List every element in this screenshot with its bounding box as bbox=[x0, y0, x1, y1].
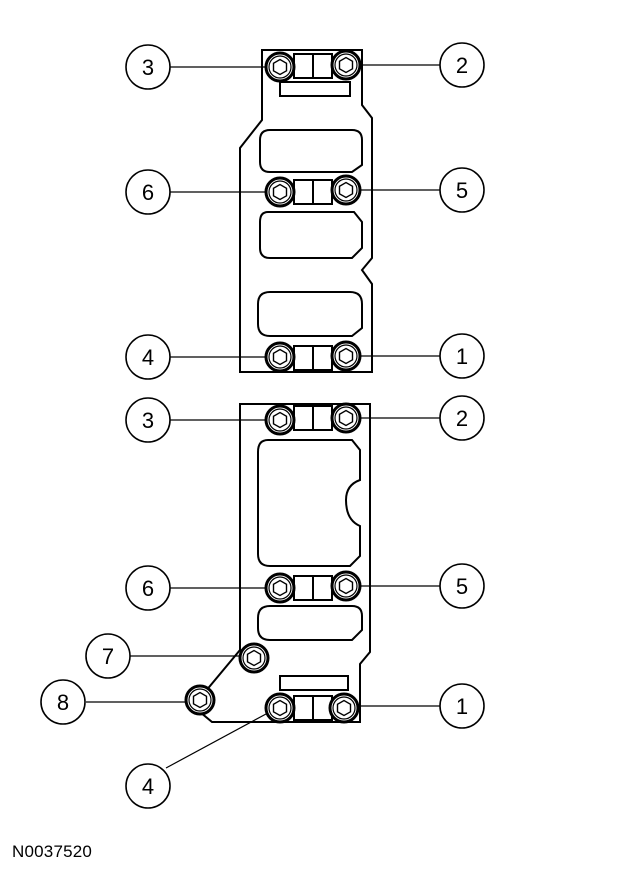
hex-bolt-icon bbox=[264, 176, 296, 208]
hex-bolt-icon bbox=[264, 404, 296, 436]
callout-lower-5: 5 bbox=[439, 563, 485, 609]
lower-bottom-recess bbox=[279, 675, 349, 691]
callout-label: 5 bbox=[456, 178, 468, 203]
callouts: 3 2 6 5 4 1 3 2 bbox=[40, 42, 485, 809]
callout-upper-4: 4 bbox=[125, 334, 171, 380]
callout-upper-5: 5 bbox=[439, 167, 485, 213]
hex-bolt-icon bbox=[264, 341, 296, 373]
upper-window-2 bbox=[259, 211, 363, 259]
upper-bracket-outline bbox=[239, 49, 373, 373]
lower-bracket bbox=[199, 403, 371, 723]
hex-bolt-icon bbox=[330, 49, 362, 81]
callout-label: 4 bbox=[142, 774, 154, 799]
upper-window-1 bbox=[259, 129, 363, 173]
callout-lower-6: 6 bbox=[125, 565, 171, 611]
hex-bolt-icon bbox=[184, 684, 216, 716]
callout-label: 2 bbox=[456, 406, 468, 431]
leader-lines bbox=[86, 64, 440, 769]
lower-window-1 bbox=[257, 439, 361, 567]
lower-window-2 bbox=[257, 605, 363, 641]
figure-id: N0037520 bbox=[12, 842, 93, 861]
callout-label: 2 bbox=[456, 53, 468, 78]
hex-bolt-icon bbox=[328, 692, 360, 724]
callout-label: 6 bbox=[142, 576, 154, 601]
callout-lower-3: 3 bbox=[125, 397, 171, 443]
callout-label: 3 bbox=[142, 408, 154, 433]
callout-lower-8: 8 bbox=[40, 679, 86, 725]
hex-bolt-icon bbox=[330, 570, 362, 602]
callout-label: 1 bbox=[456, 694, 468, 719]
hex-bolt-icon bbox=[330, 340, 362, 372]
upper-top-recess bbox=[279, 81, 351, 97]
callout-lower-4: 4 bbox=[125, 763, 171, 809]
upper-window-3 bbox=[257, 291, 363, 337]
callout-label: 6 bbox=[142, 180, 154, 205]
hex-bolt-icon bbox=[238, 642, 270, 674]
lower-bracket-outline bbox=[199, 403, 371, 723]
callout-label: 5 bbox=[456, 574, 468, 599]
callout-upper-6: 6 bbox=[125, 169, 171, 215]
callout-label: 8 bbox=[57, 690, 69, 715]
callout-lower-7: 7 bbox=[85, 633, 131, 679]
callout-label: 7 bbox=[102, 644, 114, 669]
hex-bolt-icon bbox=[330, 174, 362, 206]
bolts bbox=[184, 49, 362, 724]
hex-bolt-icon bbox=[264, 692, 296, 724]
leader-line bbox=[165, 713, 267, 769]
callout-label: 1 bbox=[456, 344, 468, 369]
callout-label: 3 bbox=[142, 55, 154, 80]
callout-label: 4 bbox=[142, 345, 154, 370]
hex-bolt-icon bbox=[264, 51, 296, 83]
upper-bracket bbox=[239, 49, 373, 373]
callout-upper-1: 1 bbox=[439, 333, 485, 379]
callout-upper-2: 2 bbox=[439, 42, 485, 88]
hex-bolt-icon bbox=[264, 572, 296, 604]
callout-lower-1: 1 bbox=[439, 683, 485, 729]
callout-lower-2: 2 bbox=[439, 395, 485, 441]
callout-upper-3: 3 bbox=[125, 44, 171, 90]
hex-bolt-icon bbox=[330, 402, 362, 434]
